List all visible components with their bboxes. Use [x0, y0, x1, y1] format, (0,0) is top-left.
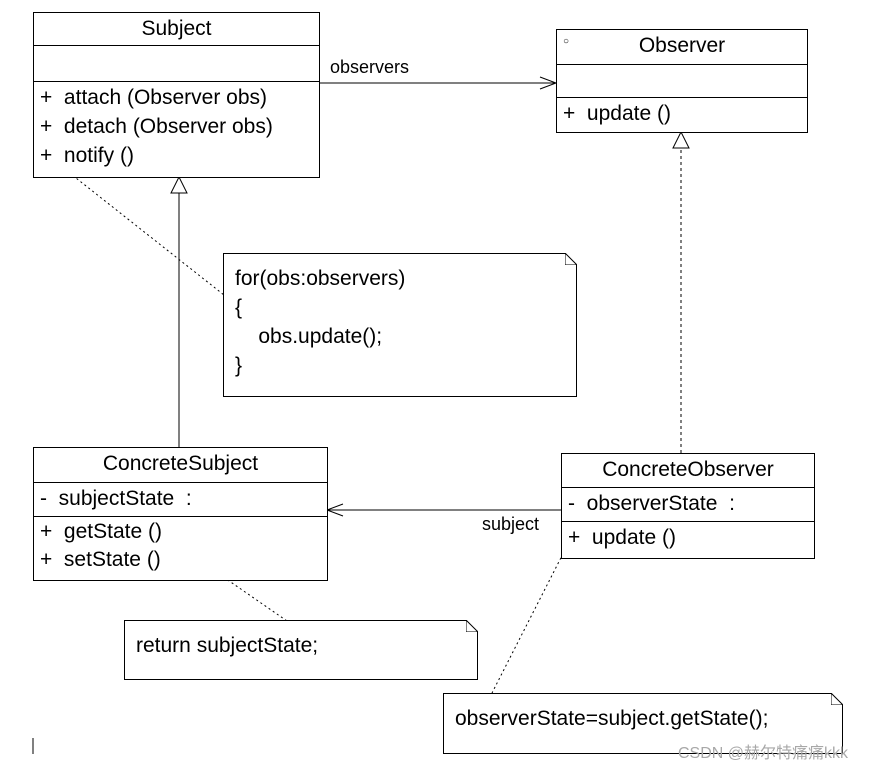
concrete-observer-attr-state: - observerState :	[568, 492, 735, 515]
observer-op-update: + update ()	[563, 102, 671, 125]
concrete-subject-op-getstate: + getState ()	[40, 520, 162, 543]
observer-name-text: Observer	[638, 34, 726, 57]
concrete-subject-attributes: - subjectState :	[34, 483, 327, 517]
notify-note-text: for(obs:observers) { obs.update(); }	[235, 267, 406, 377]
concrete-subject-generalization-arrowhead	[170, 175, 188, 194]
subject-op-attach: + attach (Observer obs)	[40, 86, 268, 109]
subject-op-detach: + detach (Observer obs)	[40, 115, 273, 138]
observers-association-label: observers	[330, 57, 410, 77]
observer-interface[interactable]: ○ Observer + update ()	[556, 29, 808, 133]
update-note-text: observerState=subject.getState();	[455, 707, 769, 730]
getstate-note[interactable]: return subjectState;	[124, 620, 478, 680]
concrete-observer-class[interactable]: ConcreteObserver - observerState : + upd…	[561, 453, 815, 559]
concrete-observer-class-name: ConcreteObserver	[562, 454, 814, 488]
concrete-observer-operations: + update ()	[562, 522, 814, 552]
update-note-anchor	[491, 539, 571, 694]
update-note[interactable]: observerState=subject.getState();	[443, 693, 843, 754]
notify-note-anchor	[56, 162, 225, 296]
concrete-subject-attr-state: - subjectState :	[40, 487, 192, 510]
interface-marker-icon: ○	[563, 36, 570, 47]
concrete-subject-operations: + getState () + setState ()	[34, 517, 327, 574]
observer-interface-name: ○ Observer	[557, 30, 807, 65]
concrete-subject-class-name: ConcreteSubject	[34, 448, 327, 483]
concrete-observer-attributes: - observerState :	[562, 488, 814, 522]
subject-class[interactable]: Subject + attach (Observer obs) + detach…	[33, 12, 320, 178]
concrete-observer-op-update: + update ()	[568, 526, 676, 549]
concrete-subject-op-setstate: + setState ()	[40, 548, 161, 571]
notify-note[interactable]: for(obs:observers) { obs.update(); }	[223, 253, 577, 397]
subject-op-notify: + notify ()	[40, 144, 134, 167]
observer-operations: + update ()	[557, 98, 807, 128]
getstate-note-text: return subjectState;	[136, 634, 319, 657]
watermark-text: CSDN @赫尔特痛痛kkk	[678, 745, 849, 762]
subject-class-name: Subject	[34, 13, 319, 46]
subject-association-label: subject	[482, 514, 540, 534]
note-fold-icon	[466, 620, 478, 632]
note-fold-icon	[831, 693, 843, 705]
concrete-observer-realization-arrowhead	[672, 130, 690, 149]
note-fold-icon	[565, 253, 577, 265]
subject-operations: + attach (Observer obs) + detach (Observ…	[34, 82, 319, 170]
concrete-subject-class[interactable]: ConcreteSubject - subjectState : + getSt…	[33, 447, 328, 581]
observer-attributes	[557, 65, 807, 98]
subject-attributes	[34, 46, 319, 82]
